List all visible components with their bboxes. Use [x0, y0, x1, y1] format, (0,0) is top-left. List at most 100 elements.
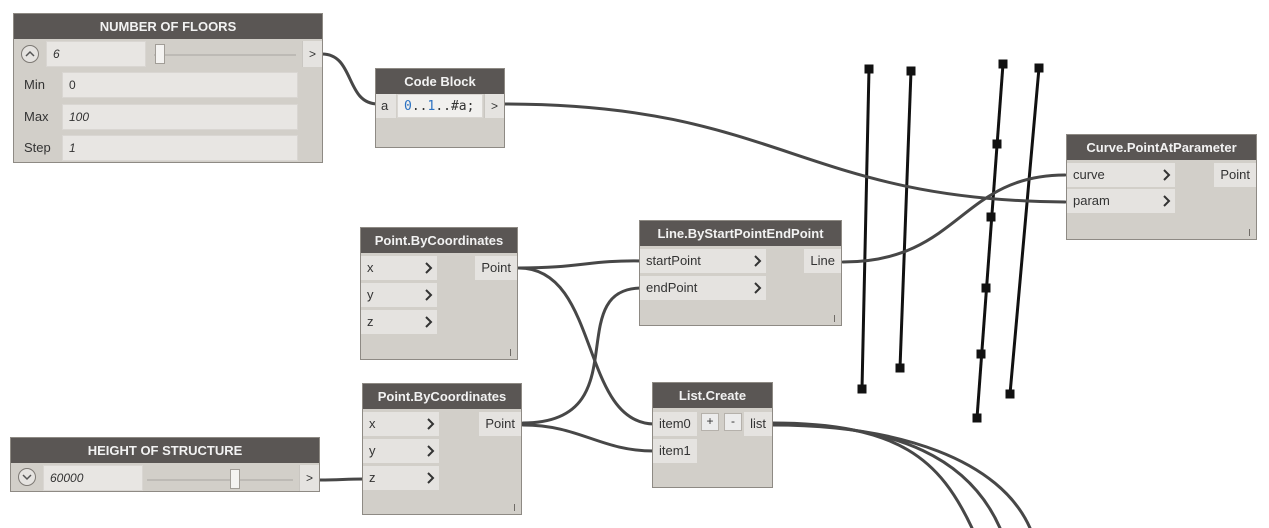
input-port-startpoint[interactable]: startPoint: [640, 249, 766, 273]
preview-line: [898, 70, 913, 369]
preview-point: [976, 349, 986, 359]
input-port-endpoint[interactable]: endPoint: [640, 276, 766, 300]
chevron-down-icon: [22, 474, 32, 481]
code-editor[interactable]: 0..1..#a;: [397, 94, 483, 118]
add-input-button[interactable]: +: [701, 413, 719, 431]
port-label: z: [369, 470, 376, 485]
preview-line: [1008, 67, 1041, 395]
slider-track[interactable]: [147, 479, 293, 481]
slider-track[interactable]: [154, 54, 296, 56]
preview-point: [972, 413, 982, 423]
input-port-a[interactable]: a: [376, 94, 396, 118]
output-port[interactable]: >: [299, 465, 319, 491]
preview-line: [860, 68, 871, 390]
input-port-x[interactable]: x: [361, 256, 437, 280]
node-title: HEIGHT OF STRUCTURE: [11, 438, 319, 463]
port-label: param: [1073, 193, 1110, 208]
input-port-z[interactable]: z: [363, 466, 439, 490]
input-port-y[interactable]: y: [361, 283, 437, 307]
remove-input-button[interactable]: -: [724, 413, 742, 431]
wire-list-out-1: [770, 421, 974, 528]
port-label: startPoint: [646, 253, 701, 268]
port-label: a: [381, 98, 389, 113]
input-port-param[interactable]: param: [1067, 189, 1175, 213]
preview-point: [864, 64, 874, 74]
preview-point: [895, 363, 905, 373]
resize-handle[interactable]: [1249, 229, 1250, 236]
slider-value-field[interactable]: 6: [46, 41, 146, 67]
chevron-right-icon: [424, 310, 434, 334]
preview-point: [992, 139, 1002, 149]
wire-list-out-3: [770, 423, 1032, 528]
input-port-z[interactable]: z: [361, 310, 437, 334]
curve-point-at-parameter-node[interactable]: Curve.PointAtParameter curve param Point: [1066, 134, 1257, 240]
port-label: item1: [659, 443, 691, 458]
node-title: NUMBER OF FLOORS: [14, 14, 322, 39]
chevron-right-icon: [1162, 189, 1172, 213]
expand-toggle-button[interactable]: [18, 468, 36, 486]
chevron-right-icon: [753, 276, 763, 300]
node-title: List.Create: [653, 383, 772, 408]
code-token: ..#a;: [435, 99, 475, 114]
output-port[interactable]: >: [484, 94, 504, 118]
input-port-item0[interactable]: item0: [653, 412, 697, 436]
port-label: y: [369, 443, 376, 458]
output-port-point[interactable]: Point: [475, 256, 517, 280]
min-field[interactable]: 0: [62, 72, 298, 98]
code-token: 0: [404, 99, 412, 114]
height-of-structure-node[interactable]: HEIGHT OF STRUCTURE 60000 >: [10, 437, 320, 492]
input-port-x[interactable]: x: [363, 412, 439, 436]
preview-point: [1005, 389, 1015, 399]
chevron-right-icon: [1162, 163, 1172, 187]
output-port-point[interactable]: Point: [1214, 163, 1256, 187]
chevron-up-icon: [25, 50, 35, 57]
wire-height-to-z: [318, 477, 366, 482]
preview-point: [998, 59, 1008, 69]
slider-thumb[interactable]: [155, 44, 165, 64]
resize-handle[interactable]: [514, 504, 515, 511]
chevron-right-icon: [424, 283, 434, 307]
code-block-node[interactable]: Code Block a 0..1..#a; >: [375, 68, 505, 148]
slider-value-field[interactable]: 60000: [43, 465, 143, 491]
resize-handle[interactable]: [510, 349, 511, 356]
collapse-toggle-button[interactable]: [21, 45, 39, 63]
chevron-right-icon: [753, 249, 763, 273]
port-label: item0: [659, 416, 691, 431]
wire-line-to-curve: [841, 173, 1067, 264]
port-label: curve: [1073, 167, 1105, 182]
line-by-start-end-node[interactable]: Line.ByStartPointEndPoint startPoint end…: [639, 220, 842, 326]
point-by-coordinates-node-1[interactable]: Point.ByCoordinates x y z Point: [360, 227, 518, 360]
port-label: y: [367, 287, 374, 302]
wire-code-to-param: [502, 102, 1067, 204]
node-title: Point.ByCoordinates: [363, 384, 521, 409]
output-port-line[interactable]: Line: [804, 249, 841, 273]
node-title: Code Block: [376, 69, 504, 94]
step-label: Step: [24, 140, 51, 155]
port-label: z: [367, 314, 374, 329]
chevron-right-icon: [426, 439, 436, 463]
preview-point: [981, 283, 991, 293]
output-port-list[interactable]: list: [744, 412, 772, 436]
number-of-floors-node[interactable]: NUMBER OF FLOORS 6 > Min 0 Max 100 Step …: [13, 13, 323, 163]
input-port-y[interactable]: y: [363, 439, 439, 463]
chevron-right-icon: [426, 466, 436, 490]
output-port-point[interactable]: Point: [479, 412, 521, 436]
input-port-item1[interactable]: item1: [653, 439, 697, 463]
chevron-right-icon: [426, 412, 436, 436]
code-token: 1: [427, 99, 436, 114]
resize-handle[interactable]: [834, 315, 835, 322]
output-port[interactable]: >: [302, 41, 322, 67]
point-by-coordinates-node-2[interactable]: Point.ByCoordinates x y z Point: [362, 383, 522, 515]
max-field[interactable]: 100: [62, 104, 298, 130]
code-token: ..: [411, 99, 428, 114]
wire-point2-to-end: [521, 286, 644, 425]
wire-point1-to-start: [517, 259, 644, 270]
wire-floors-to-code: [320, 52, 380, 106]
step-field[interactable]: 1: [62, 135, 298, 161]
slider-thumb[interactable]: [230, 469, 240, 489]
node-title: Line.ByStartPointEndPoint: [640, 221, 841, 246]
list-create-node[interactable]: List.Create item0 item1 + - list: [652, 382, 773, 488]
input-port-curve[interactable]: curve: [1067, 163, 1175, 187]
